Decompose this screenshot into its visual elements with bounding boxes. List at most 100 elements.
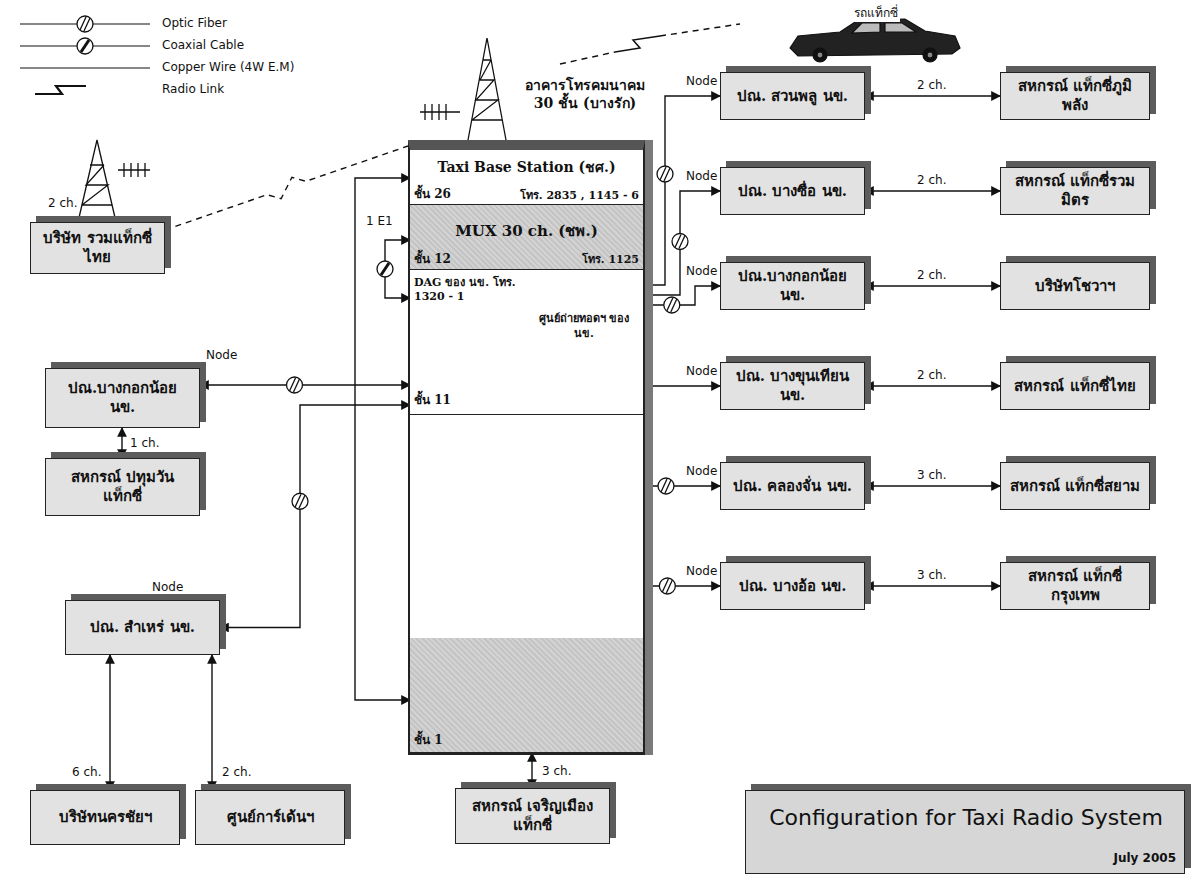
fiber-symbol (657, 166, 673, 182)
node-tag: Node (204, 348, 239, 362)
box-text: ปณ.บางกอกน้อย นข. (729, 267, 856, 305)
box-text: MUX 30 ch. (ชพ.) (410, 219, 643, 243)
fiber-symbol (672, 234, 688, 250)
channel-label: 6 ch. (70, 765, 103, 779)
company-box: สหกรณ์ ปทุมวันแท็กซี่ (45, 458, 200, 516)
node-tag: Node (684, 464, 719, 478)
box-text: ปณ.บางกอกน้อย นข. (54, 379, 191, 417)
channel-label: 2 ch. (915, 78, 948, 92)
box-text: ปณ. บางขุนเทียน นข. (729, 367, 856, 405)
connector (865, 190, 1000, 191)
legend-samples (20, 16, 150, 94)
company-box: สหกรณ์ แท็กซี่รวมมิตร (1000, 167, 1150, 215)
connector (865, 285, 1000, 286)
connector (865, 95, 1000, 96)
box-text: บริษัท รวมแท็กซี่ไทย (39, 229, 156, 267)
floor-band: ชั้น 1 (410, 638, 643, 753)
box-text: ปณ. บางซื่อ นข. (738, 182, 847, 201)
box-text: ปณ. สวนพลู นข. (737, 87, 848, 106)
node-box: ปณ. บางอ้อ นข. (720, 562, 865, 610)
channel-label: 3 ch. (915, 568, 948, 582)
box-text: โทร. 2835 , 1145 - 6 (490, 186, 639, 204)
box-text: ชั้น 11 (414, 390, 484, 409)
channel-label: 1 ch. (128, 436, 161, 450)
node-tag: Node (684, 564, 719, 578)
box-text: DAG ของ นข. โทร. 1320 - 1 (414, 276, 519, 305)
channel-label: 2 ch. (915, 368, 948, 382)
box-text: โทร. 1125 (520, 250, 639, 268)
channel-label: 2 ch. (220, 765, 253, 779)
taxi-car (790, 19, 960, 62)
company-box: บริษัท รวมแท็กซี่ไทย (30, 222, 165, 274)
box-text: ปณ. สำเหร่ นข. (90, 618, 195, 637)
company-box: สหกรณ์ เจริญเมืองแท็กซี่ (455, 788, 610, 844)
fiber-symbol (658, 478, 674, 494)
box-text: สหกรณ์ เจริญเมืองแท็กซี่ (464, 797, 601, 835)
node-box: ปณ. สำเหร่ นข. (65, 600, 220, 655)
box-text: ปณ. คลองจั่น นข. (733, 477, 852, 496)
company-box: บริษัทโชวาฯ (1000, 262, 1150, 310)
box-text: สหกรณ์ ปทุมวันแท็กซี่ (54, 468, 191, 506)
company-box: ศูนย์การ์เด้นฯ (195, 790, 345, 845)
node-box: ปณ.บางกอกน้อย นข. (720, 262, 865, 310)
company-box: สหกรณ์ แท็กซี่ภูมิพลัง (1000, 72, 1150, 120)
connector (643, 191, 720, 295)
building: อาคารโทรคมนาคม 30 ชั้น (บางรัก)Taxi Base… (408, 140, 645, 755)
coax-symbol (377, 261, 393, 277)
node-box: ปณ. คลองจั่น นข. (720, 462, 865, 510)
box-text: สหกรณ์ แท็กซี่กรุงเทพ (1009, 567, 1141, 605)
box-text: สหกรณ์ แท็กซี่รวมมิตร (1009, 172, 1141, 210)
company-box: สหกรณ์ แท็กซี่กรุงเทพ (1000, 562, 1150, 610)
channel-label: 2 ch. (915, 268, 948, 282)
title-box: Configuration for Taxi Radio SystemJuly … (745, 790, 1185, 874)
floor-band: Taxi Base Station (ชศ.)ชั้น 26โทร. 2835 … (410, 150, 643, 205)
radio-link (560, 24, 740, 64)
connector (865, 485, 1000, 486)
node-tag: Node (684, 364, 719, 378)
box-text: ศูนย์การ์เด้นฯ (227, 808, 314, 827)
box-text: สหกรณ์ แท็กซี่ภูมิพลัง (1009, 77, 1141, 115)
radio-link (165, 146, 408, 230)
company-box: สหกรณ์ แท็กซี่สยาม (1000, 462, 1150, 510)
fiber-symbol (664, 297, 680, 313)
box-text: July 2005 (1046, 851, 1176, 865)
box-text: ปณ. บางอ้อ นข. (739, 577, 847, 596)
note-label: รถแท็กซี่ (852, 3, 900, 22)
connector (355, 178, 410, 700)
box-text: บริษัทนครชัยฯ (59, 808, 152, 827)
channel-label: 3 ch. (915, 468, 948, 482)
connector (531, 753, 532, 788)
connector (109, 655, 110, 790)
company-box: สหกรณ์ แท็กซี่ไทย (1000, 362, 1150, 410)
node-tag: Node (684, 74, 719, 88)
connector (121, 428, 122, 458)
node-tag: Node (684, 169, 719, 183)
connector (211, 655, 212, 790)
node-tag: Node (150, 580, 185, 594)
channel-label: 2 ch. (915, 173, 948, 187)
channel-label: 1 E1 (364, 214, 395, 228)
box-text: อาคารโทรคมนาคม 30 ชั้น (บางรัก) (515, 76, 655, 112)
connector (200, 384, 410, 385)
legend-text: Copper Wire (4W E.M) (162, 60, 294, 74)
node-tag: Node (684, 264, 719, 278)
box-text: Configuration for Taxi Radio System (746, 805, 1186, 830)
connector (643, 286, 720, 305)
note-label: 2 ch. (46, 196, 79, 210)
box-text: ชั้น 12 (414, 249, 484, 268)
connector (220, 405, 410, 628)
legend-text: Coaxial Cable (162, 38, 244, 52)
floor-band: MUX 30 ch. (ชพ.) ชั้น 12 โทร. 1125 (410, 205, 643, 270)
floor-band: DAG ของ นข. โทร. 1320 - 1ชั้น 11ศูนย์ถ่า… (410, 270, 643, 415)
channel-label: 3 ch. (540, 764, 573, 778)
node-box: ปณ. บางซื่อ นข. (720, 167, 865, 215)
fiber-symbol (292, 493, 308, 509)
node-box: ปณ. บางขุนเทียน นข. (720, 362, 865, 410)
box-text: Taxi Base Station (ชศ.) (410, 156, 643, 178)
antenna-tower (78, 38, 506, 222)
connector (865, 385, 1000, 386)
legend-text: Radio Link (162, 82, 224, 96)
node-box: ปณ.บางกอกน้อย นข. (45, 368, 200, 428)
fiber-symbol (659, 578, 675, 594)
